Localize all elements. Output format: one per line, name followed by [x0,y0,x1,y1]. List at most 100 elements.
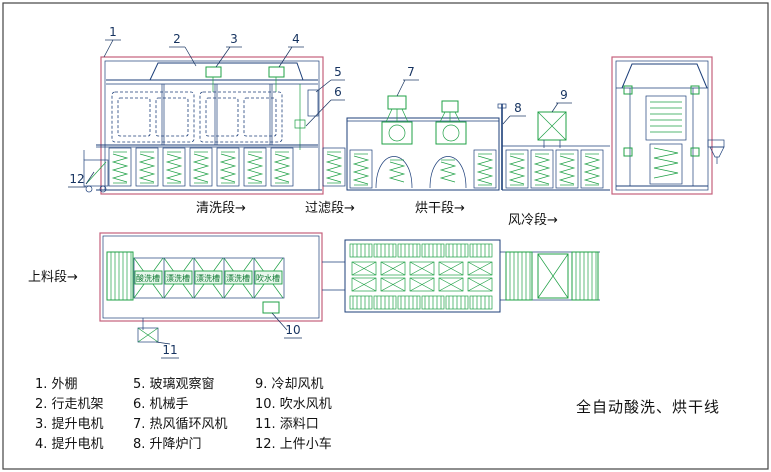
callout-3-leader [215,46,231,68]
cooling-fan-brace [537,111,567,141]
door-cap [497,103,507,109]
coil-unit [243,147,267,187]
callout-1: 1 [109,25,117,39]
tank-label-rinse-1: 漂洗槽 [166,273,190,283]
lift-motor-b [268,66,285,78]
air-bell-a [375,156,413,189]
fan-duct-a [385,108,409,123]
callout-6-leader [305,99,332,127]
callouts-side: 1 2 3 4 5 6 7 8 9 12 [68,25,572,188]
fan-housing-a [381,121,413,145]
tank-cell [117,97,151,137]
washing-machine [96,56,324,195]
exchanger-frame [645,95,687,141]
section-labels: 清洗段→ 过滤段→ 烘干段→ 风冷段→ [196,201,558,228]
diagram-title: 全自动酸洗、烘干线 [576,398,720,416]
legend-item-11: 11. 添料口 [255,417,319,432]
roller-hatch [106,251,134,301]
callout-7-leader [396,79,406,97]
tank-label-box [224,270,253,285]
callout-8-leader [502,115,511,125]
tank-outline-right [199,91,283,143]
roller-hatch [445,243,469,258]
coil-unit [389,159,405,183]
callout-5: 5 [334,65,342,79]
tank-cell [243,97,277,137]
fitting [690,85,700,95]
cart-wheel [85,185,93,193]
cooling-run [502,111,610,191]
basket [467,277,493,292]
fan-housing-b [435,121,467,145]
callout-5-leader [315,79,332,93]
roller-hatch [421,295,445,310]
legend-item-12: 12. 上件小车 [255,436,332,452]
roller-hatch [445,295,469,310]
basket-large [537,253,569,299]
plan-oven-frame [344,239,501,313]
callout-9: 9 [560,88,568,102]
cart-wheel [99,185,107,193]
hoist-cables [212,77,277,92]
roller-hatch [469,295,493,310]
legend-item-5: 5. 玻璃观察窗 [133,376,215,392]
plan-cooling-conveyor [500,251,600,301]
callout-3: 3 [230,32,238,46]
basket [351,261,377,276]
coil-unit [555,149,579,189]
side-view: 1 2 3 4 5 6 7 8 9 12 [68,25,725,228]
loading-cart [83,150,109,193]
tank-label-blowoff: 吹水槽 [256,273,280,283]
basket-large-x [537,253,569,299]
fan-stand [543,140,561,148]
drain-arm [707,139,725,148]
legend-item-6: 6. 机械手 [133,397,189,412]
posts [629,88,694,186]
coil-unit [530,149,554,189]
plan-washing-inner [102,235,320,319]
oven-body [346,117,500,191]
cart-frame [83,159,109,187]
roller-hatch [397,243,421,258]
coil-unit [473,149,497,189]
callout-4: 4 [292,32,300,46]
legend-item-8: 8. 升降炉门 [133,437,202,452]
air-cooling-cabinet [611,56,725,195]
callout-12: 12 [69,172,84,186]
basket [467,261,493,276]
air-bell-b [429,156,467,189]
coil-unit [505,149,529,189]
manipulator [294,84,306,150]
tank-label-box [164,270,193,285]
callout-12-leader [85,171,95,185]
callout-2: 2 [173,32,181,46]
callout-11-leader [155,341,171,345]
plan-tanks: 酸洗槽 漂洗槽 漂洗槽 漂洗槽 吹水槽 [133,257,284,299]
cooling-outer-frame [611,56,713,195]
roller-hatch [571,251,599,301]
plan-oven-conveyor [322,239,501,313]
section-label-air-cooling: 风冷段→ [508,213,558,228]
fan-wheel-a [388,124,406,142]
roller-hatch [469,243,493,258]
tank-label-box [194,270,223,285]
legend-item-7: 7. 热风循环风机 [133,417,228,432]
roller-hatch [349,243,373,258]
plan-washing-box: 酸洗槽 漂洗槽 漂洗槽 漂洗槽 吹水槽 [99,232,323,343]
basket [409,277,435,292]
legend-item-10: 10. 吹水风机 [255,397,332,412]
tank-row-frame [133,257,285,299]
callout-8: 8 [514,101,522,115]
tank-label-pickling: 酸洗槽 [136,273,160,283]
legend-item-1: 1. 外棚 [35,377,78,392]
roller-hatch [373,243,397,258]
coil-unit [135,147,159,187]
legend-item-4: 4. 提升电机 [35,436,104,452]
faucet [709,146,725,164]
tank-cell [205,97,239,137]
callout-11: 11 [162,343,177,357]
basket [351,277,377,292]
coil-unit [108,147,132,187]
